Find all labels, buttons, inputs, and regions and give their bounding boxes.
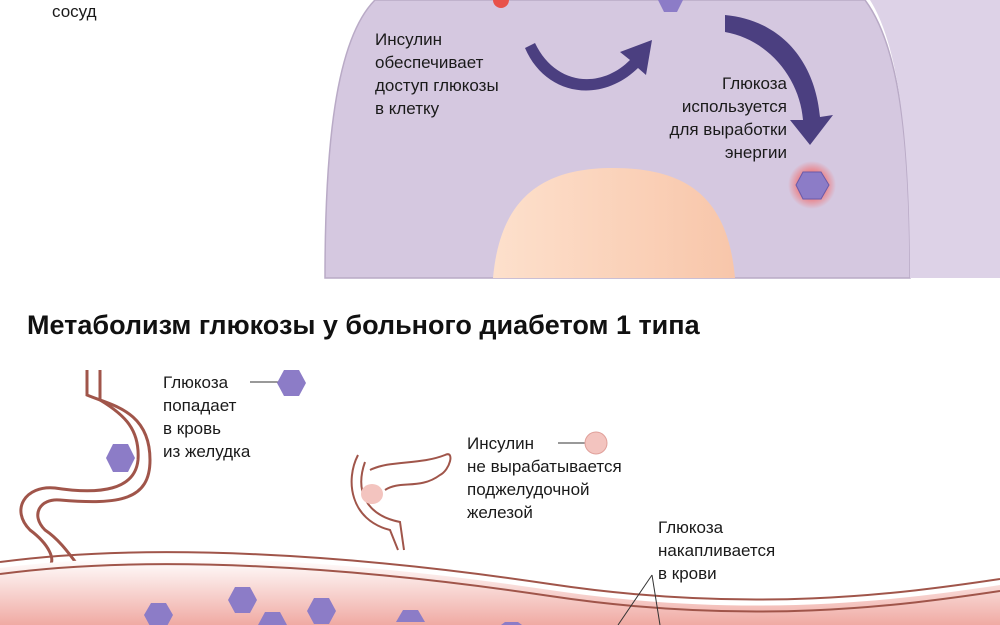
nucleus: [493, 168, 735, 278]
glucose-energy-text: Глюкоза используется для выработки энерг…: [669, 74, 787, 162]
pancreas-insulin-text: Инсулин не вырабатывается поджелудочной …: [467, 434, 622, 522]
leader-line: [617, 574, 661, 625]
stomach-glucose-text: Глюкоза попадает в кровь из желудка: [163, 373, 251, 461]
blood-glucose-text: Глюкоза накапливается в крови: [658, 518, 776, 583]
insulin-access-text: Инсулин обеспечивает доступ глюкозы в кл…: [375, 30, 499, 118]
insulin-molecule: [493, 0, 509, 8]
glucose-hexagon: [277, 370, 306, 396]
arrow-icon: [725, 15, 833, 145]
section-title: Метаболизм глюкозы у больного диабетом 1…: [27, 310, 700, 340]
insulin-molecule: [584, 431, 608, 455]
insulin-cells: [361, 484, 383, 504]
vessel-label: сосуд: [52, 2, 97, 21]
glucose-in-blood: [144, 587, 522, 625]
arrow-icon: [525, 40, 652, 91]
glucose-hexagon: [795, 171, 830, 200]
cell: [324, 0, 1000, 279]
glucose-hexagon: [658, 0, 683, 12]
glucose-hexagon: [106, 444, 135, 472]
stomach-icon: [19, 370, 152, 569]
